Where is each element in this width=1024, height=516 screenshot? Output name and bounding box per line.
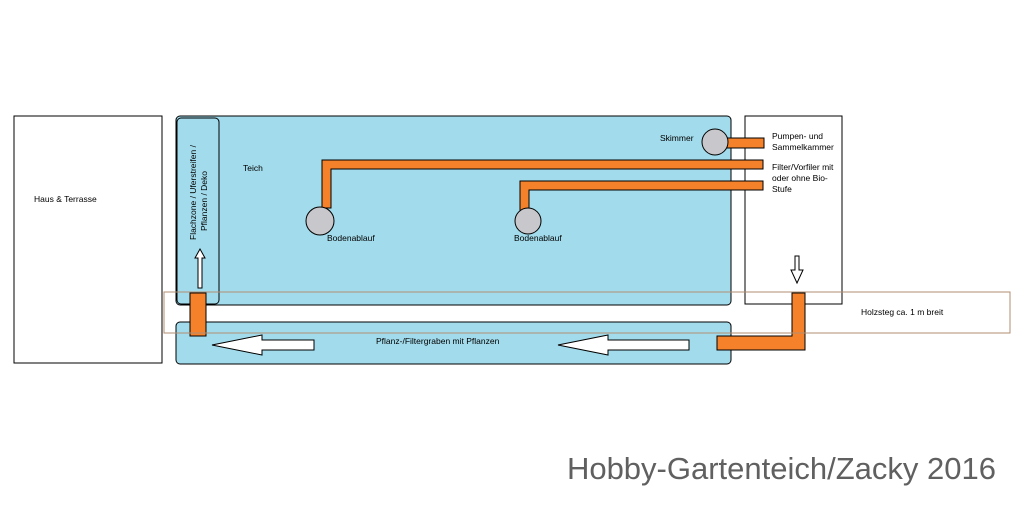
bottom-drain-1-icon xyxy=(305,206,335,236)
house-box xyxy=(13,115,163,364)
skimmer-icon xyxy=(701,128,729,156)
pond-label: Teich xyxy=(243,163,263,173)
filter-label-line3: Stufe xyxy=(772,184,792,194)
pipe-drain-1 xyxy=(321,159,764,209)
plant-trench-label: Pflanz-/Filtergraben mit Pflanzen xyxy=(376,336,500,346)
walkway xyxy=(163,291,1011,334)
up-arrow-icon xyxy=(194,247,206,289)
pump-label-line2: Sammelkammer xyxy=(772,142,834,152)
skimmer-label: Skimmer xyxy=(660,133,694,143)
filter-label-line2: oder ohne Bio- xyxy=(772,173,828,183)
pipe-inlet xyxy=(189,292,207,337)
down-arrow-icon xyxy=(790,255,804,285)
filter-label-line1: Filter/Vorfiler mit xyxy=(772,162,834,172)
walkway-label: Holzsteg ca. 1 m breit xyxy=(861,307,944,317)
pond-area xyxy=(175,115,732,306)
pipe-return xyxy=(716,292,806,351)
shallow-zone-label-line2: Pflanzen / Deko xyxy=(199,171,209,231)
pump-label-line1: Pumpen- und xyxy=(772,131,823,141)
watermark: Hobby-Gartenteich/Zacky 2016 xyxy=(567,451,996,486)
left-arrow-icon xyxy=(211,334,315,356)
house-label: Haus & Terrasse xyxy=(34,194,97,204)
left-arrow-icon xyxy=(557,334,690,356)
drain-2-label: Bodenablauf xyxy=(514,233,562,243)
bottom-drain-2-icon xyxy=(514,207,542,235)
drain-1-label: Bodenablauf xyxy=(327,233,375,243)
shallow-zone-label-line1: Flachzone / Uferstreifen / xyxy=(188,144,198,240)
